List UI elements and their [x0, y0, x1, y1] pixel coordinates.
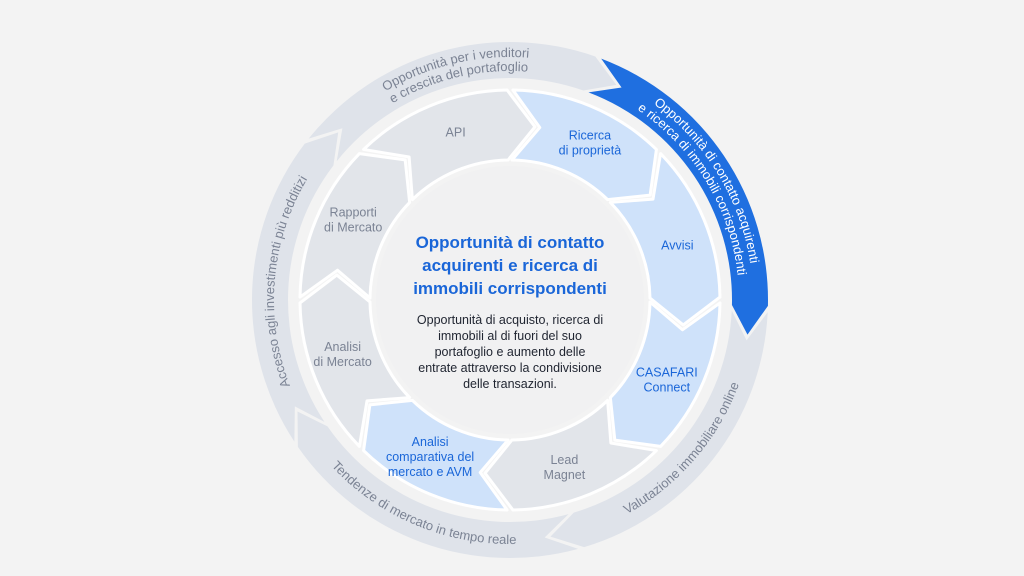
outer-segment-3	[550, 310, 768, 548]
center-circle	[376, 166, 644, 434]
inner-segment-3	[608, 152, 722, 327]
inner-segment-4	[608, 300, 722, 448]
inner-segment-label: API	[446, 126, 466, 140]
outer-segment-1	[308, 41, 617, 162]
inner-segment-7	[298, 273, 412, 448]
inner-segment-5	[483, 398, 658, 512]
inner-segment-2	[510, 88, 658, 202]
inner-segment-8	[298, 152, 412, 300]
inner-segment-label: Avvisi	[661, 239, 693, 253]
outer-segment-2	[588, 58, 768, 335]
outer-segment-4	[297, 411, 579, 559]
inner-segment-6	[362, 398, 510, 512]
outer-segment-5	[251, 132, 339, 442]
inner-segment-1	[362, 88, 537, 202]
